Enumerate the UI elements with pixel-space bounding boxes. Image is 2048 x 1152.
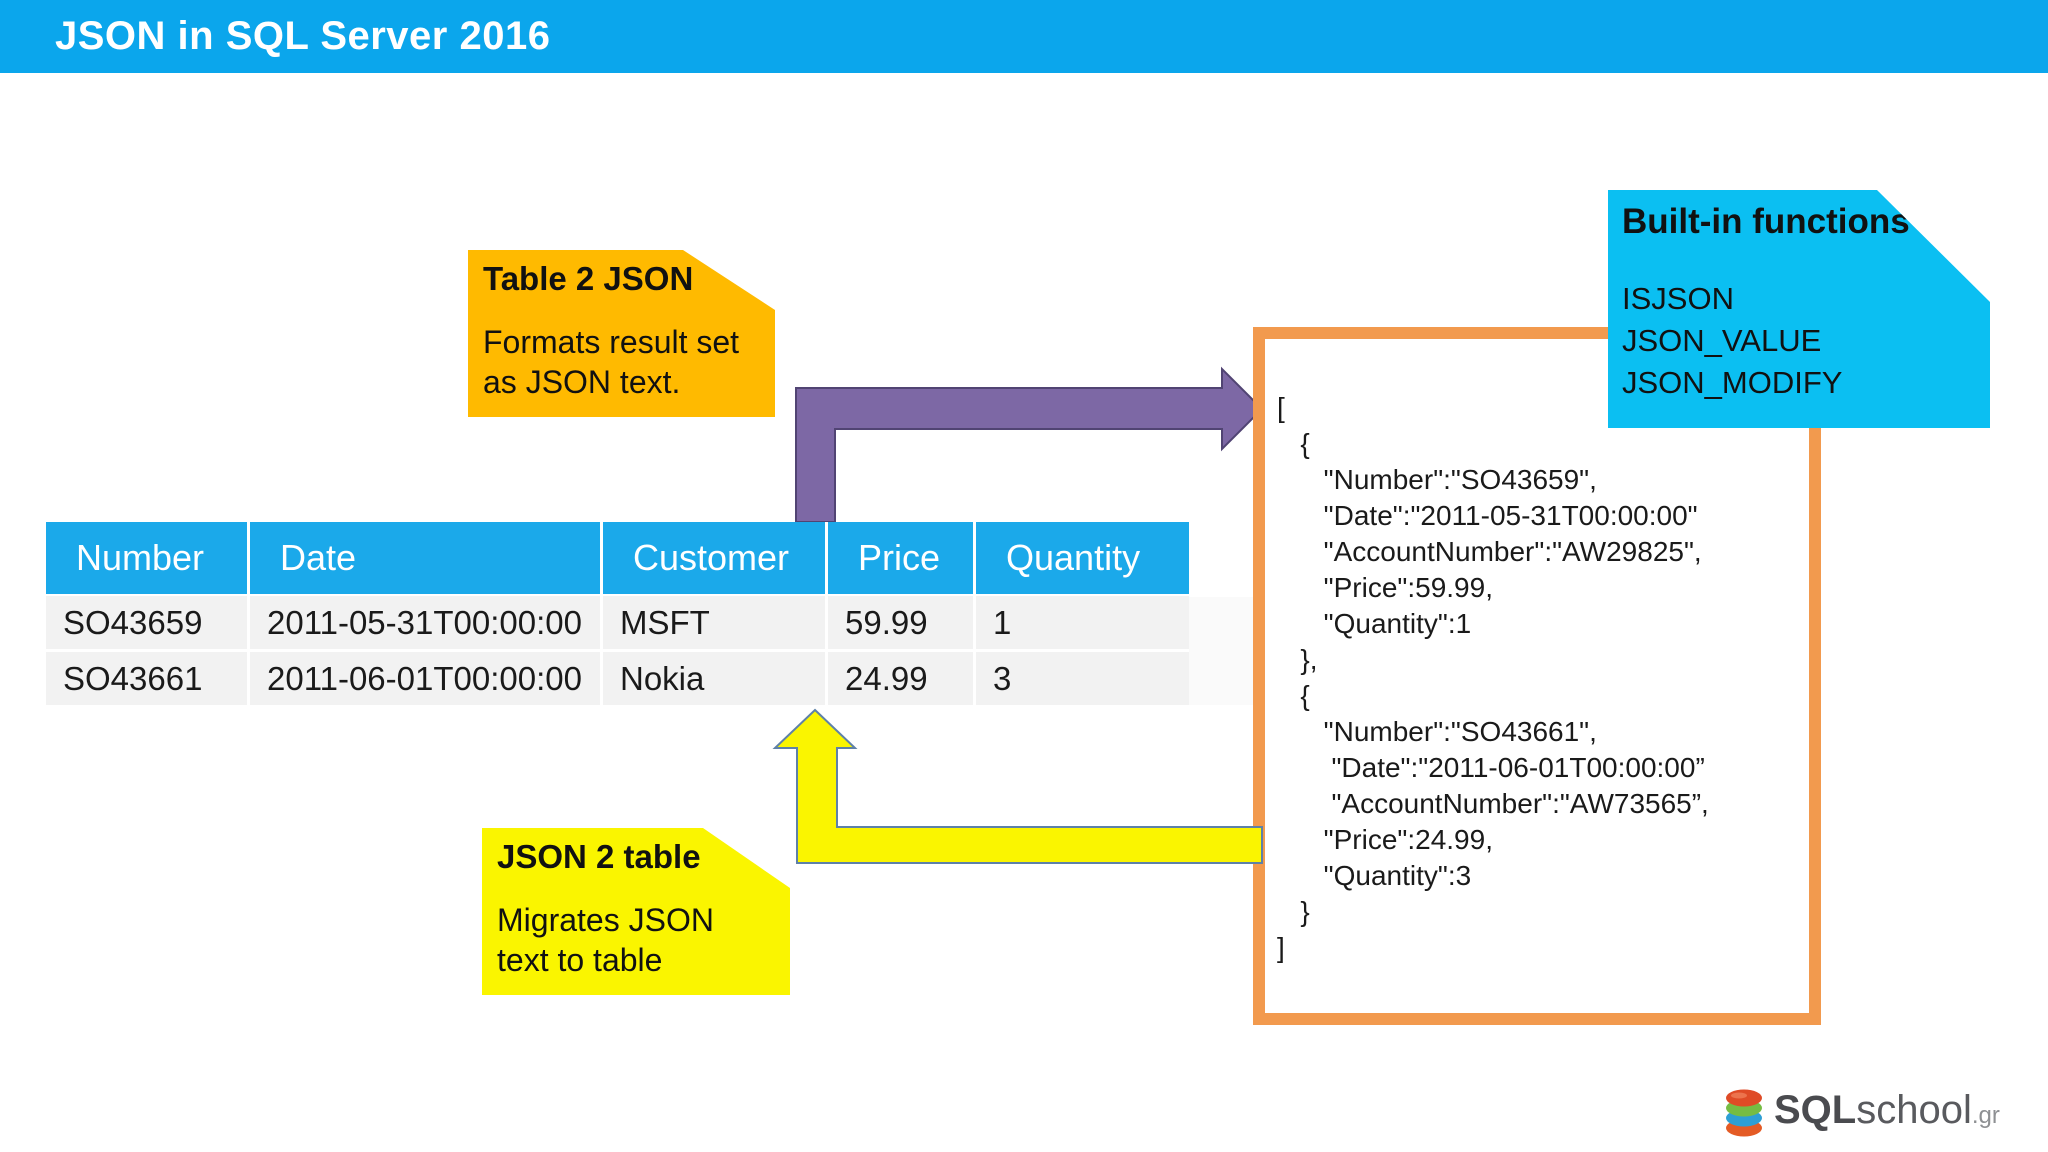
json-code-line: "Date":"2011-06-01T00:00:00” (1277, 752, 1705, 783)
json-code-line: { (1277, 680, 1310, 711)
cell-quantity: 3 (976, 652, 1189, 705)
json-code-line: "AccountNumber":"AW29825", (1277, 536, 1702, 567)
header-cell-date: Date (250, 522, 603, 594)
json-code-line: "Quantity":3 (1277, 860, 1472, 891)
callout-table2json: Table 2 JSON Formats result set as JSON … (468, 250, 775, 417)
callout-body: ISJSON JSON_VALUE JSON_MODIFY (1622, 278, 1842, 404)
callout-body: Migrates JSON text to table (497, 900, 714, 980)
json-code-line: "Price":59.99, (1277, 572, 1493, 603)
callout-body: Formats result set as JSON text. (483, 322, 739, 402)
callout-json2table: JSON 2 table Migrates JSON text to table (482, 828, 790, 995)
logo-school: school (1856, 1088, 1972, 1132)
cell-date: 2011-06-01T00:00:00 (250, 652, 603, 705)
cell-price: 59.99 (828, 596, 976, 649)
table-header-row: Number Date Customer Price Quantity (46, 522, 1189, 594)
cell-number: SO43659 (46, 596, 250, 649)
cell-date: 2011-05-31T00:00:00 (250, 596, 603, 649)
callout-title: Built-in functions (1622, 202, 1910, 241)
cell-customer: MSFT (603, 596, 828, 649)
page-title: JSON in SQL Server 2016 (55, 14, 551, 58)
header-cell-quantity: Quantity (976, 522, 1189, 594)
json-code-line: ] (1277, 932, 1285, 963)
logo-gr: .gr (1971, 1102, 2000, 1129)
json-code-block: [ { "Number":"SO43659", "Date":"2011-05-… (1277, 390, 1709, 966)
logo-sql: SQL (1774, 1088, 1857, 1132)
header-cell-customer: Customer (603, 522, 828, 594)
database-icon (1726, 1089, 1762, 1137)
sqlschool-logo: SQLschool.gr (1724, 1085, 2000, 1141)
callout-title: Table 2 JSON (483, 260, 694, 297)
json-code-line: }, (1277, 644, 1318, 675)
callout-body-line: ISJSON (1622, 281, 1734, 316)
json-code-line: } (1277, 896, 1310, 927)
logo-text: SQLschool.gr (1774, 1082, 2000, 1144)
json-code-line: "AccountNumber":"AW73565”, (1277, 788, 1709, 819)
json-code-line: "Price":24.99, (1277, 824, 1493, 855)
table-row: SO43661 2011-06-01T00:00:00 Nokia 24.99 … (46, 652, 1189, 705)
json-code-line: "Date":"2011-05-31T00:00:00" (1277, 500, 1698, 531)
json-code-line: [ (1277, 392, 1285, 423)
header-cell-number: Number (46, 522, 250, 594)
callout-body-line: Migrates JSON (497, 902, 714, 938)
cell-customer: Nokia (603, 652, 828, 705)
callout-title: JSON 2 table (497, 838, 701, 875)
cell-number: SO43661 (46, 652, 250, 705)
callout-body-line: JSON_MODIFY (1622, 365, 1843, 400)
table-row: SO43659 2011-05-31T00:00:00 MSFT 59.99 1 (46, 596, 1189, 649)
callout-body-line: Formats result set (483, 324, 740, 360)
table-row-extension (1189, 597, 1254, 705)
orders-table: Number Date Customer Price Quantity SO43… (46, 522, 1189, 705)
json-code-line: "Quantity":1 (1277, 608, 1472, 639)
callout-builtin-functions: Built-in functions ISJSON JSON_VALUE JSO… (1608, 190, 1990, 428)
cell-quantity: 1 (976, 596, 1189, 649)
cell-price: 24.99 (828, 652, 976, 705)
json-code-line: { (1277, 428, 1310, 459)
json-code-line: "Number":"SO43661", (1277, 716, 1597, 747)
title-bar: JSON in SQL Server 2016 (0, 0, 2048, 73)
json-code-line: "Number":"SO43659", (1277, 464, 1597, 495)
callout-body-line: as JSON text. (483, 364, 681, 400)
callout-body-line: JSON_VALUE (1622, 323, 1822, 358)
callout-body-line: text to table (497, 942, 663, 978)
header-cell-price: Price (828, 522, 976, 594)
